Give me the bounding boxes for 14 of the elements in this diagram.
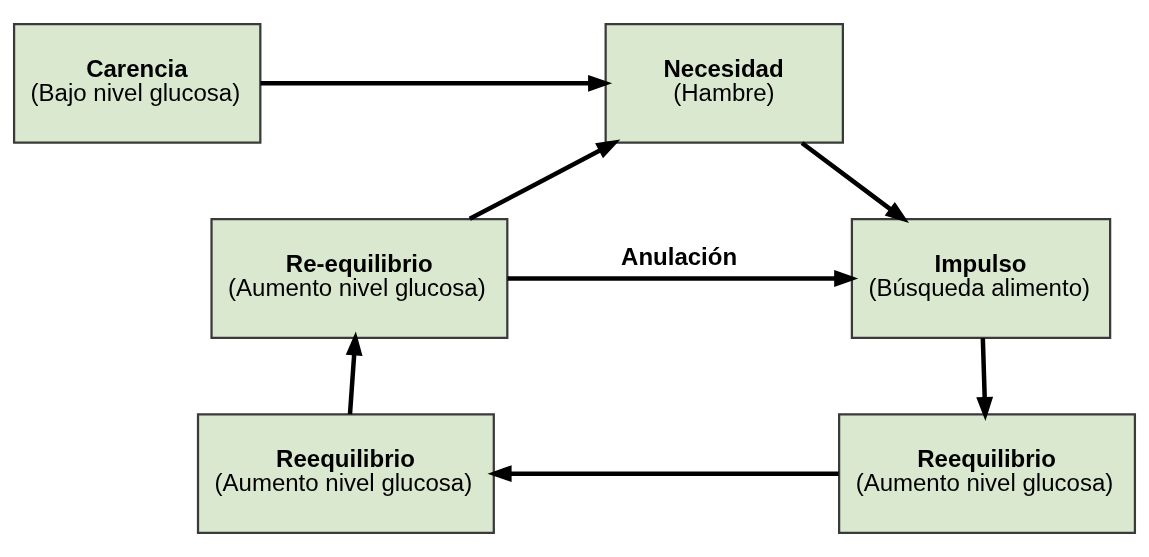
arrow xyxy=(345,331,363,415)
edge-label: Anulación xyxy=(621,242,738,270)
node-box: Reequilibrio (Aumento nivel glucosa) xyxy=(838,413,1137,535)
node-box: Reequilibrio (Aumento nivel glucosa) xyxy=(196,413,495,535)
node-box: Carencia (Bajo nivel glucosa) xyxy=(12,22,262,144)
arrow xyxy=(507,270,859,287)
arrow xyxy=(468,139,621,221)
arrow xyxy=(976,338,994,421)
arrow xyxy=(800,141,910,224)
node-box: Impulso (Búsqueda alimento) xyxy=(850,218,1112,339)
arrow xyxy=(260,74,613,92)
node-box: Re-equilibrio (Aumento nivel glucosa) xyxy=(210,218,509,339)
arrow xyxy=(487,465,839,483)
node-box: Necesidad (Hambre) xyxy=(604,22,844,144)
